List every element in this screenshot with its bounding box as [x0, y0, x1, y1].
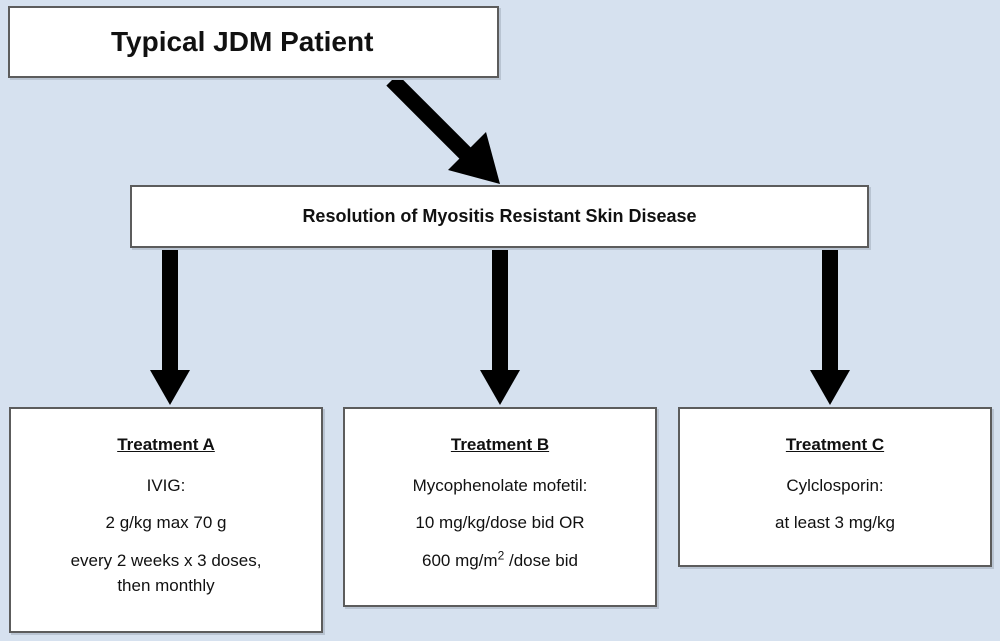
- resolution-label: Resolution of Myositis Resistant Skin Di…: [302, 206, 697, 226]
- treatment-c-box: Treatment C Cylclosporin: at least 3 mg/…: [678, 407, 992, 567]
- arrow-to-treatment-c: [810, 249, 850, 405]
- treatment-c-line: Cylclosporin:: [786, 476, 884, 495]
- treatment-a-line: then monthly: [117, 576, 215, 595]
- treatment-b-dose-suffix: /dose bid: [504, 551, 578, 570]
- resolution-box: Resolution of Myositis Resistant Skin Di…: [130, 185, 869, 248]
- treatment-b-dose-line: 600 mg/m2 /dose bid: [345, 548, 655, 572]
- treatment-a-line: 2 g/kg max 70 g: [105, 513, 227, 532]
- treatment-c-title: Treatment C: [785, 435, 885, 454]
- treatment-a-box: Treatment A IVIG: 2 g/kg max 70 g every …: [9, 407, 323, 633]
- treatment-b-line: Mycophenolate mofetil:: [412, 476, 588, 495]
- treatment-b-dose-prefix: 600 mg/m: [421, 551, 498, 570]
- treatment-b-box: Treatment B Mycophenolate mofetil: 10 mg…: [343, 407, 657, 607]
- title-box: Typical JDM Patient: [8, 6, 499, 78]
- diagram-title: Typical JDM Patient: [111, 26, 374, 57]
- treatment-a-line: IVIG:: [146, 476, 186, 495]
- treatment-a-title: Treatment A: [117, 435, 215, 454]
- arrow-title-to-resolution: [386, 74, 500, 184]
- treatment-b-dose-sup: 2: [497, 548, 505, 563]
- arrow-to-treatment-b: [480, 249, 520, 405]
- treatment-b-line: 10 mg/kg/dose bid OR: [415, 513, 585, 532]
- arrow-to-treatment-a: [150, 249, 190, 405]
- treatment-b-title: Treatment B: [450, 435, 550, 454]
- treatment-c-line: at least 3 mg/kg: [774, 513, 895, 532]
- treatment-a-line: every 2 weeks x 3 doses,: [70, 551, 262, 570]
